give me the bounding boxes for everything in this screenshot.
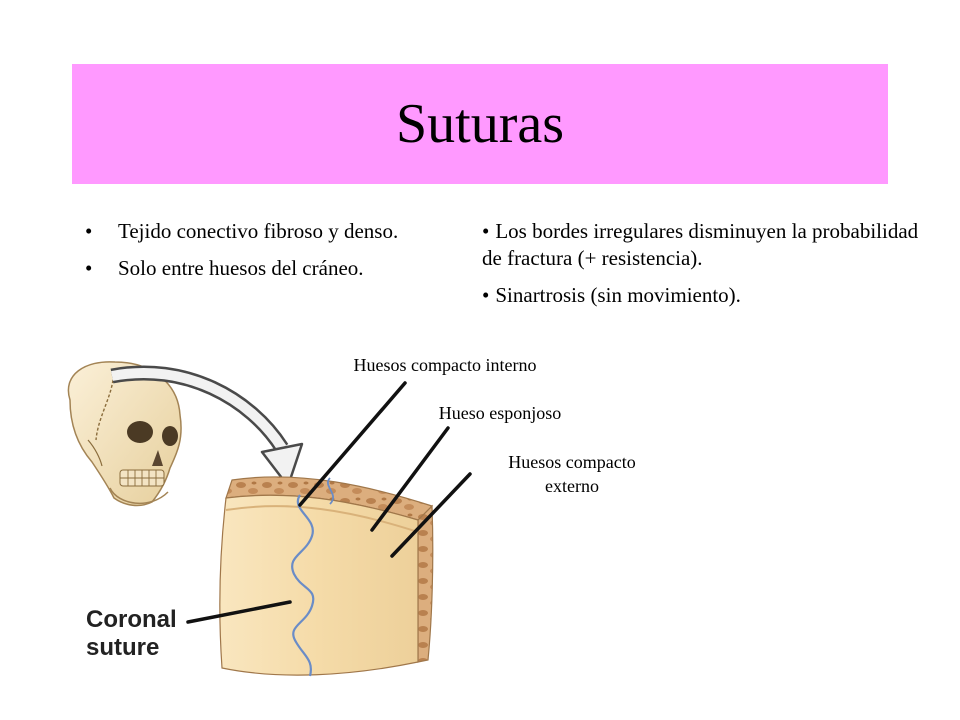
leader-lines xyxy=(186,381,472,624)
bullet-icon: • xyxy=(482,283,490,307)
bullet-text: Sinartrosis (sin movimiento). xyxy=(495,283,741,307)
curved-arrow-icon xyxy=(110,365,304,488)
list-item: •Sinartrosis (sin movimiento). xyxy=(482,282,922,309)
label-coronal-suture: Coronal suture xyxy=(86,606,196,662)
list-item: • Solo entre huesos del cráneo. xyxy=(82,255,442,282)
label-external-compact: Huesos compacto externo xyxy=(508,452,636,496)
list-item: •Los bordes irregulares disminuyen la pr… xyxy=(482,218,922,272)
leader-external-compact xyxy=(390,472,472,558)
label-spongy: Hueso esponjoso xyxy=(438,403,562,423)
leader-spongy xyxy=(370,426,450,532)
bullet-icon: • xyxy=(482,219,490,243)
coronal-suture-text: Coronal suture xyxy=(86,606,177,661)
page-title: Suturas xyxy=(396,93,564,155)
bone-block xyxy=(219,476,434,677)
leader-internal-compact xyxy=(298,381,407,507)
bullet-text: Solo entre huesos del cráneo. xyxy=(118,256,364,280)
bullet-text: Los bordes irregulares disminuyen la pro… xyxy=(482,219,919,270)
bullet-icon: • xyxy=(85,256,93,280)
coronal-suture-line xyxy=(291,494,315,677)
list-item: • Tejido conectivo fibroso y denso. xyxy=(82,218,442,245)
label-internal-compact: Huesos compacto interno xyxy=(353,355,537,375)
title-banner: Suturas xyxy=(72,64,888,184)
bullet-icon: • xyxy=(85,219,93,243)
right-bullet-list: •Los bordes irregulares disminuyen la pr… xyxy=(482,218,922,319)
bullet-text: Tejido conectivo fibroso y denso. xyxy=(118,219,399,243)
leader-coronal-suture xyxy=(186,600,292,624)
skull-icon xyxy=(67,361,182,507)
left-bullet-list: • Tejido conectivo fibroso y denso. • So… xyxy=(82,218,442,292)
